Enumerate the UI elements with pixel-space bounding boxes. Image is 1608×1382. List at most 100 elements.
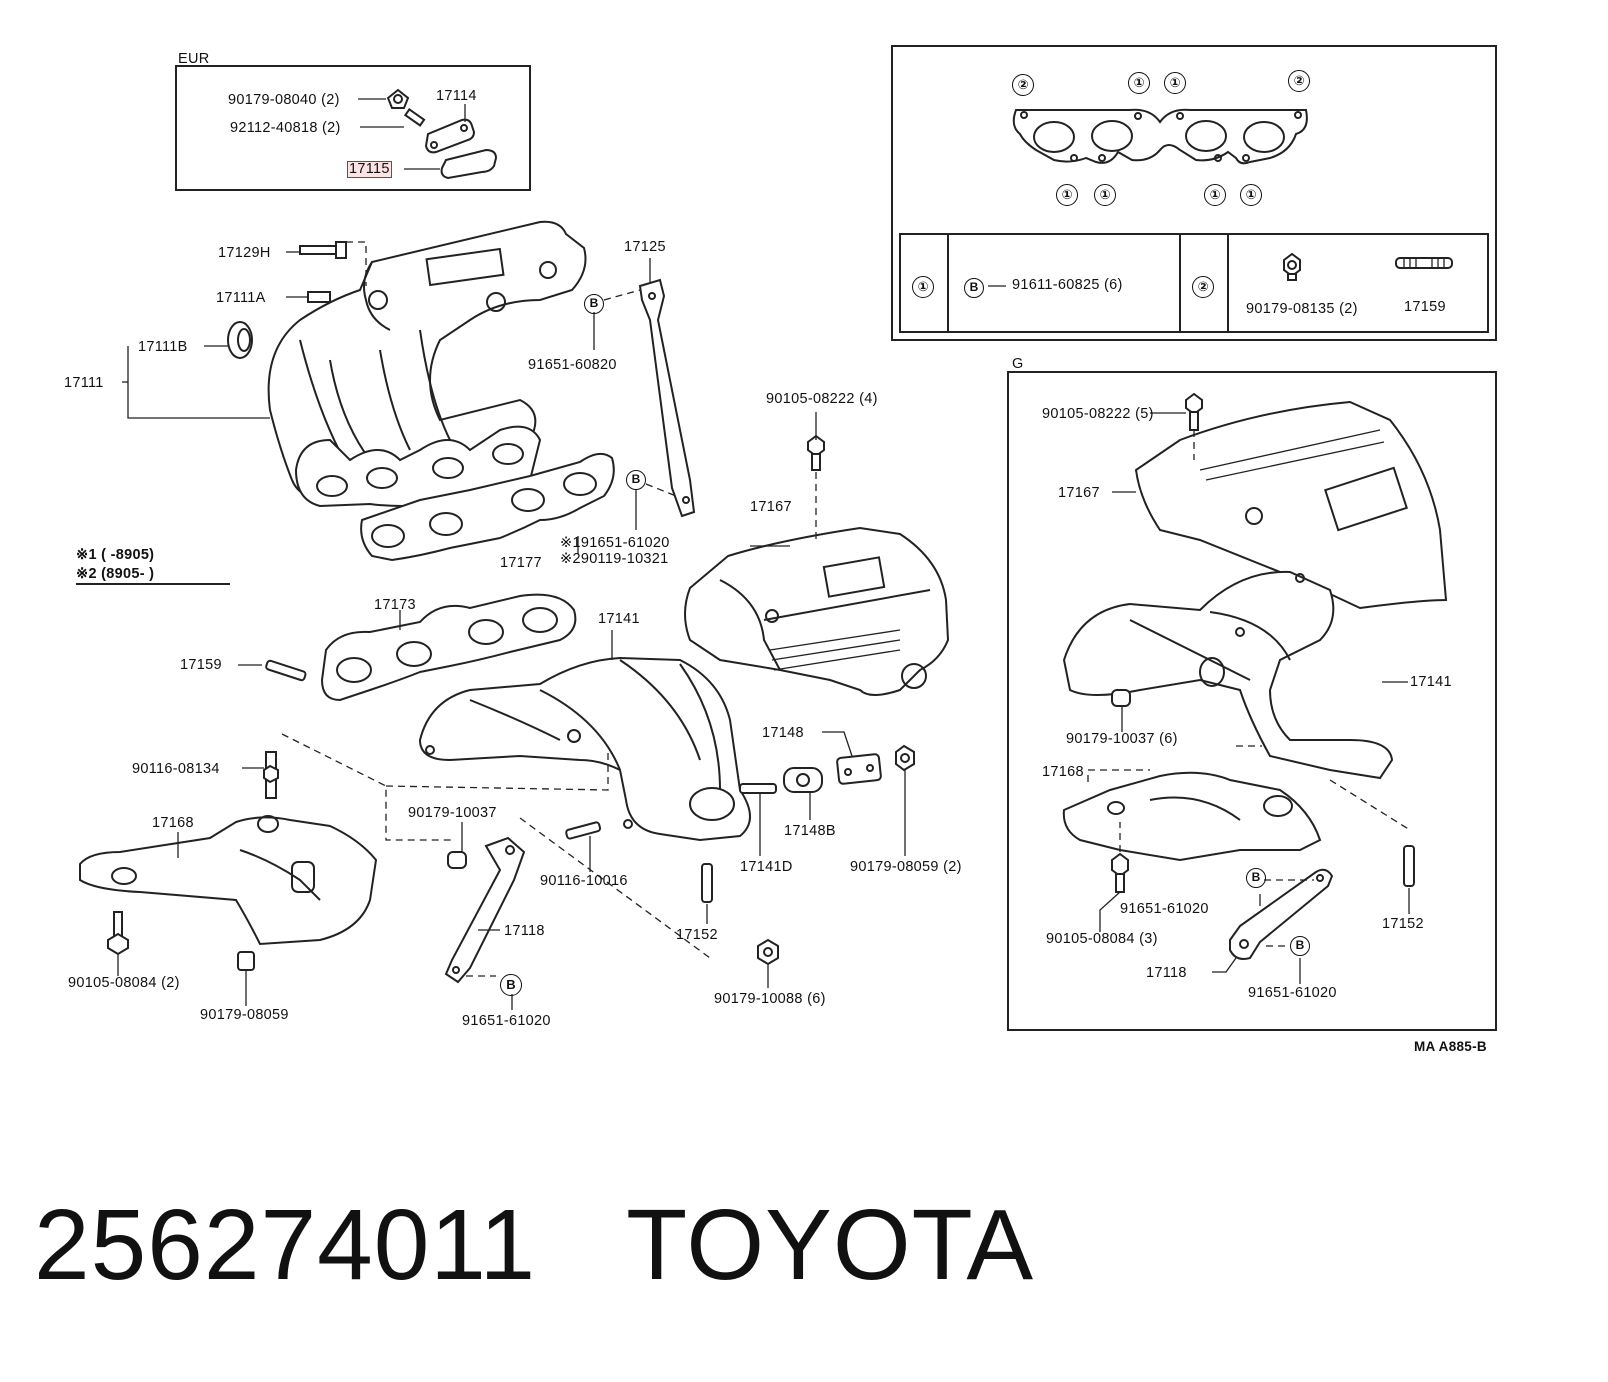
marker-1-icon: ①: [1204, 184, 1226, 206]
stud-90116-08134: [263, 751, 279, 799]
g-heat-insulator-17168: [1062, 771, 1322, 862]
g-part-label-17152[interactable]: 17152: [1382, 916, 1424, 932]
b-marker-icon: B: [500, 974, 522, 996]
part-label-17148B[interactable]: 17148B: [784, 823, 836, 839]
stud-17152: [701, 863, 713, 903]
heat-insulator-17168: [79, 815, 378, 946]
part-label-17177[interactable]: 17177: [500, 555, 542, 571]
flange-nut-icon: [1283, 252, 1301, 281]
g-part-label-90179-10037[interactable]: 90179-10037 (6): [1066, 731, 1178, 747]
part-label-90105-08084[interactable]: 90105-08084 (2): [68, 975, 180, 991]
part-label-90105-08222[interactable]: 90105-08222 (4): [766, 391, 878, 407]
nut-90179-10088: [757, 938, 779, 966]
g-b-marker-icon: B: [1246, 868, 1266, 888]
part-label-17115-highlighted[interactable]: 17115: [347, 161, 392, 178]
g-part-label-90105-08084[interactable]: 90105-08084 (3): [1046, 931, 1158, 947]
part-label-90179-10088[interactable]: 90179-10088 (6): [714, 991, 826, 1007]
g-part-label-90105-08222[interactable]: 90105-08222 (5): [1042, 406, 1154, 422]
stay-17125: [638, 278, 696, 518]
b-marker-icon: B: [584, 294, 604, 314]
g-nut-90179-10037: [1111, 689, 1131, 707]
exhaust-manifold-17141: [418, 656, 751, 842]
g-exhaust-manifold-17141: [1062, 570, 1394, 780]
g-bolt-90105-08084: [1111, 852, 1129, 893]
g-part-label-17141[interactable]: 17141: [1410, 674, 1452, 690]
part-label-17111A[interactable]: 17111A: [216, 290, 266, 306]
part-label-92112-40818[interactable]: 92112-40818 (2): [230, 120, 341, 136]
part-label-17159[interactable]: 17159: [180, 657, 222, 673]
part-label-90179-08040[interactable]: 90179-08040 (2): [228, 92, 340, 108]
note-marker-2: ※2: [560, 551, 581, 567]
part-label-17111[interactable]: 17111: [64, 375, 104, 391]
stud-17141D: [739, 783, 777, 794]
nut-90179-08059-2: [895, 744, 915, 772]
g-part-label-91651-61020-upper[interactable]: 91651-61020: [1120, 901, 1209, 917]
part-label-17141[interactable]: 17141: [598, 611, 640, 627]
part-label-91651-61020[interactable]: 91651-61020: [462, 1013, 551, 1029]
note-1-range: ※1 ( -8905): [76, 547, 155, 563]
part-label-17118[interactable]: 17118: [504, 923, 545, 939]
g-stay-17118: [1229, 868, 1334, 960]
part-label-91651-61020-note1[interactable]: ※191651-61020: [560, 536, 670, 551]
part-number-caption: 256274011: [34, 1189, 537, 1301]
eur-gasket-17115: [440, 148, 498, 180]
bolt-17129H: [299, 241, 347, 259]
gasket-17173: [320, 593, 577, 702]
g-heat-insulator-17167: [1134, 400, 1448, 610]
eur-stud-icon: [403, 107, 426, 127]
part-label-17152[interactable]: 17152: [676, 927, 718, 943]
g-part-label-91651-61020-lower[interactable]: 91651-61020: [1248, 985, 1337, 1001]
g-part-label-17168[interactable]: 17168: [1042, 764, 1084, 780]
part-number-90119-10321: 90119-10321: [580, 551, 669, 567]
note-2-range: ※2 (8905- ): [76, 566, 155, 582]
g-part-label-17118[interactable]: 17118: [1146, 965, 1187, 981]
stud-90116-10016: [565, 821, 602, 840]
part-label-91651-60820[interactable]: 91651-60820: [528, 357, 617, 373]
marker-2-icon: ②: [1288, 70, 1310, 92]
part-label-17148[interactable]: 17148: [762, 725, 804, 741]
part-label-17125[interactable]: 17125: [624, 239, 666, 255]
part-label-90116-10016[interactable]: 90116-10016: [540, 873, 628, 889]
part-label-90179-08059-2[interactable]: 90179-08059 (2): [850, 859, 962, 875]
marker-2-icon: ②: [1012, 74, 1034, 96]
part-label-17173[interactable]: 17173: [374, 597, 416, 613]
g-inset-frame: [1007, 371, 1497, 1031]
part-number-91651-61020: 91651-61020: [580, 535, 670, 551]
part-label-17167[interactable]: 17167: [750, 499, 792, 515]
part-label-90179-08059[interactable]: 90179-08059: [200, 1007, 289, 1023]
part-label-90179-08135[interactable]: 90179-08135 (2): [1246, 301, 1358, 317]
bolt-90105-08222: [807, 434, 825, 471]
g-inset-title: G: [1012, 356, 1024, 372]
g-stud-17152: [1403, 845, 1415, 887]
part-label-17129H[interactable]: 17129H: [218, 245, 271, 261]
intake-manifold-17111: [267, 220, 587, 508]
stud-17159: [265, 659, 307, 682]
part-label-17168[interactable]: 17168: [152, 815, 194, 831]
part-label-90119-10321-note2[interactable]: ※290119-10321: [560, 552, 669, 567]
nut-90179-10037: [447, 851, 467, 869]
nut-90179-08059: [237, 951, 255, 971]
part-label-17111B[interactable]: 17111B: [138, 339, 188, 355]
g-part-label-17167[interactable]: 17167: [1058, 485, 1100, 501]
clamp-17111B: [227, 321, 253, 359]
marker-1-icon: ①: [1128, 72, 1150, 94]
bolt-90105-08084-2: [107, 911, 129, 956]
eur-inset-frame: [175, 65, 531, 191]
b-marker-icon: B: [964, 278, 984, 298]
part-label-17159-detail[interactable]: 17159: [1404, 299, 1446, 315]
b-marker-icon: B: [626, 470, 646, 490]
part-label-17114[interactable]: 17114: [436, 88, 477, 104]
part-label-90179-10037[interactable]: 90179-10037: [408, 805, 497, 821]
part-label-17141D[interactable]: 17141D: [740, 859, 793, 875]
gasket-outline: [1012, 108, 1308, 165]
drawing-code: MA A885-B: [1414, 1039, 1487, 1054]
heat-insulator-17167: [684, 526, 950, 696]
g-b-marker-icon: B: [1290, 936, 1310, 956]
gasket-inset-frame: [891, 45, 1497, 341]
part-label-90116-08134[interactable]: 90116-08134: [132, 761, 220, 777]
part-label-91611-60825[interactable]: 91611-60825 (6): [1012, 277, 1123, 293]
marker-1-icon: ①: [1094, 184, 1116, 206]
marker-1-icon: ①: [1164, 72, 1186, 94]
